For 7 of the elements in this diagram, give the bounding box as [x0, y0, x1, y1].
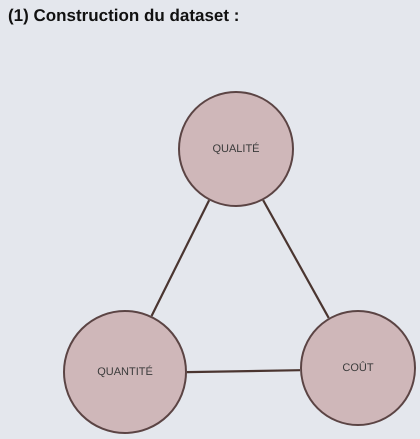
title: (1) Construction du dataset :	[8, 6, 240, 26]
node-label: QUALITÉ	[212, 143, 260, 155]
connector-line	[187, 369, 300, 374]
node-label: COÛT	[342, 362, 374, 374]
connector-line	[150, 200, 210, 316]
connector-line	[262, 200, 330, 318]
node-label: QUANTITÉ	[97, 366, 153, 378]
